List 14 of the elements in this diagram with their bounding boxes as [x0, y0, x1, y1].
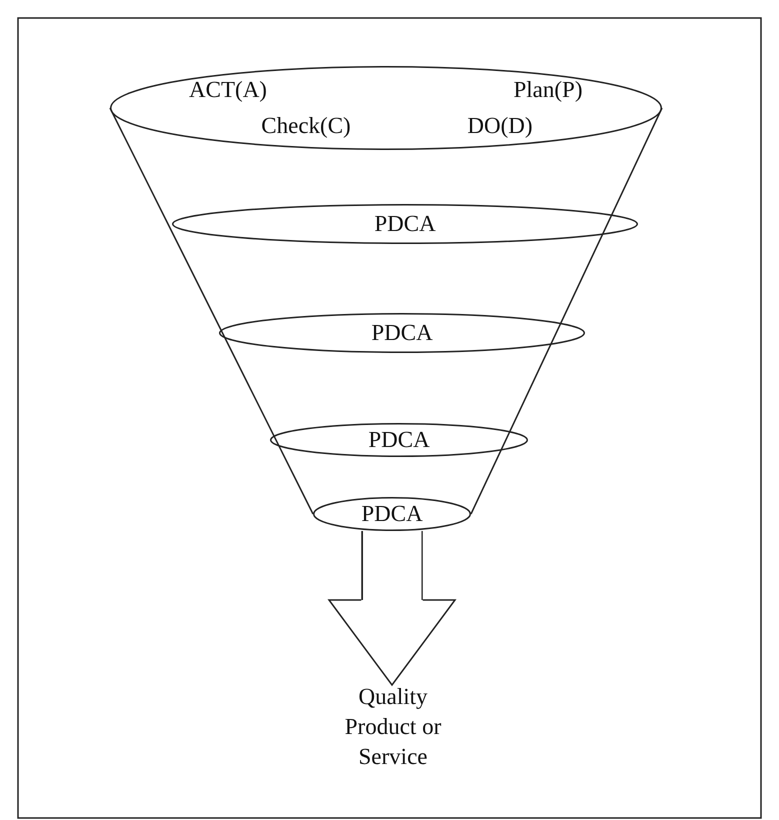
- ellipse-layer: [270, 423, 528, 457]
- stage-label: PDCA: [374, 211, 436, 237]
- stage-label: Check(C): [261, 113, 351, 139]
- ellipse-layer: [172, 204, 638, 244]
- stage-label: PDCA: [368, 427, 430, 453]
- stage-label: PDCA: [361, 501, 423, 527]
- stage-label: DO(D): [467, 113, 533, 139]
- ellipse-layer: [313, 497, 471, 531]
- outcome-label: Quality Product or Service: [333, 682, 453, 772]
- stage-label: Plan(P): [514, 77, 582, 103]
- stage-label: ACT(A): [189, 77, 267, 103]
- ellipse-layer: [110, 66, 662, 150]
- ellipse-layer: [219, 313, 585, 353]
- stage-label: PDCA: [371, 320, 433, 346]
